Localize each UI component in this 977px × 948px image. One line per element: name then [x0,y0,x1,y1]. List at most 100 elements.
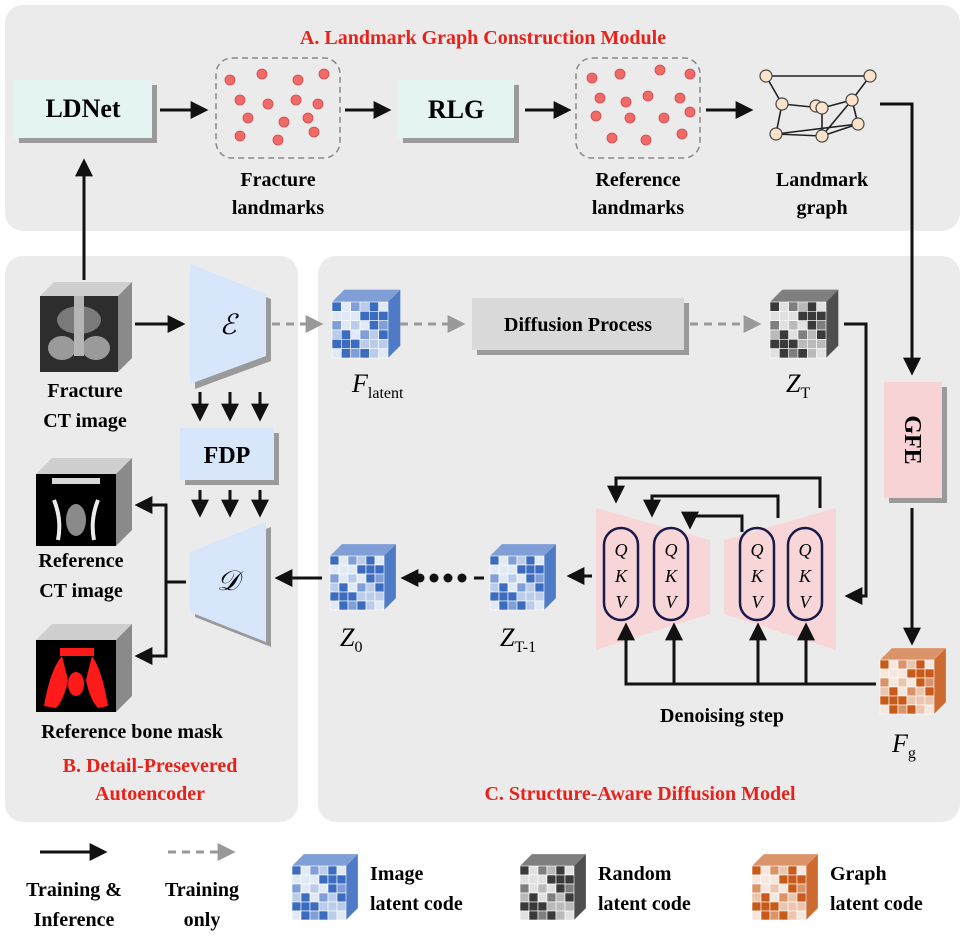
cube-cell [915,704,926,715]
cube-cell [528,901,539,912]
cube-cell [897,695,908,706]
landmark-point [594,92,606,104]
cube-cell [507,564,518,575]
cube-cell [796,901,807,912]
graph-node [863,69,877,83]
landmark-point [262,98,274,110]
cube-cell [555,901,566,912]
cube-cell [528,874,539,885]
cube-cell [498,573,509,584]
cube-cell [537,901,548,912]
cube-cell [760,901,771,912]
cube-cell [291,883,302,894]
cube-cell [300,865,311,876]
cube-cell [309,910,320,921]
landmark-graph [759,69,877,143]
cube-cell [787,910,798,921]
cube-cell [788,320,799,331]
cube-cell [525,591,536,602]
cube-cell [369,339,379,349]
cube-cell [489,600,500,611]
attention-block-4: Q K V [786,526,824,622]
cube-cell [365,600,376,611]
cube-cell [787,901,798,912]
cube-cell [347,582,358,593]
landmark-point [676,128,688,140]
cube-cell [897,686,908,697]
cube-cell [816,329,827,340]
arrow-graph-to-gfe [880,102,921,376]
cube-cell [778,901,789,912]
cube-cell [924,695,935,706]
cube-cell [516,600,527,611]
cube-cell [564,901,575,912]
cube-cell [327,883,338,894]
cube-cell [489,564,500,575]
landmark-point [658,112,670,124]
cube-cell [797,320,808,331]
landmark-point [684,106,696,118]
cube-cell [318,910,329,921]
cube-cell [816,311,827,321]
cube-cell [347,564,358,575]
z-t-subscript: T [800,385,810,402]
cube-cell [797,329,808,340]
cube-cell [369,320,379,331]
cube-cell [359,320,370,331]
cube-cell [788,311,799,321]
cube-cell [341,348,351,359]
cube-cell [769,883,780,894]
cube-cell [796,910,807,921]
cube-cell [816,320,827,331]
cube-cell [807,339,817,349]
cube-cell [365,582,376,593]
cube-cell [309,865,320,876]
cube-cell [778,892,789,903]
landmark-point [620,96,632,108]
cube-cell [769,348,780,359]
cube-cell [374,582,385,593]
f-g-label: Fg [891,729,916,762]
cube-cell [537,910,548,921]
landmark-point [256,68,268,80]
cube-cell [564,892,575,903]
attention-k-4: K [798,566,812,586]
cube-cell [564,874,575,885]
cube-cell [537,874,548,885]
cube-cell [555,874,566,885]
cube-cell [350,339,361,349]
cube-cell [498,600,509,611]
cube-cell [915,677,926,688]
cube-cell [751,865,762,876]
cube-cell [329,582,340,593]
cube-cell [365,564,376,575]
fracture-ct-label-2: CT image [43,410,127,432]
cube-cell [788,339,799,349]
cube-cell [906,704,917,715]
landmark-point [606,132,618,144]
cube-cell [915,668,926,679]
cube-cell [516,573,527,584]
cube-cell [816,339,827,349]
graph-node [815,101,829,115]
cube-cell [516,582,527,593]
cube-cell [797,311,808,321]
cube-cell [331,301,342,312]
fracture-landmarks-label-2: landmarks [232,197,324,219]
landmark-point [302,112,314,124]
graph-node [845,93,859,107]
cube-cell [336,883,347,894]
cube-cell [760,874,771,885]
cube-cell [327,910,338,921]
cube-cell [879,695,890,706]
cube-cell [356,600,367,611]
cube-cell [751,892,762,903]
cube-cell [378,348,389,359]
legend-training-only-1: Training [165,879,239,901]
cube-cell [365,573,376,584]
cube-cell [915,686,926,697]
cube-cell [788,348,799,359]
cube-cell [341,311,351,321]
attention-block-1: Q K V [602,526,640,622]
